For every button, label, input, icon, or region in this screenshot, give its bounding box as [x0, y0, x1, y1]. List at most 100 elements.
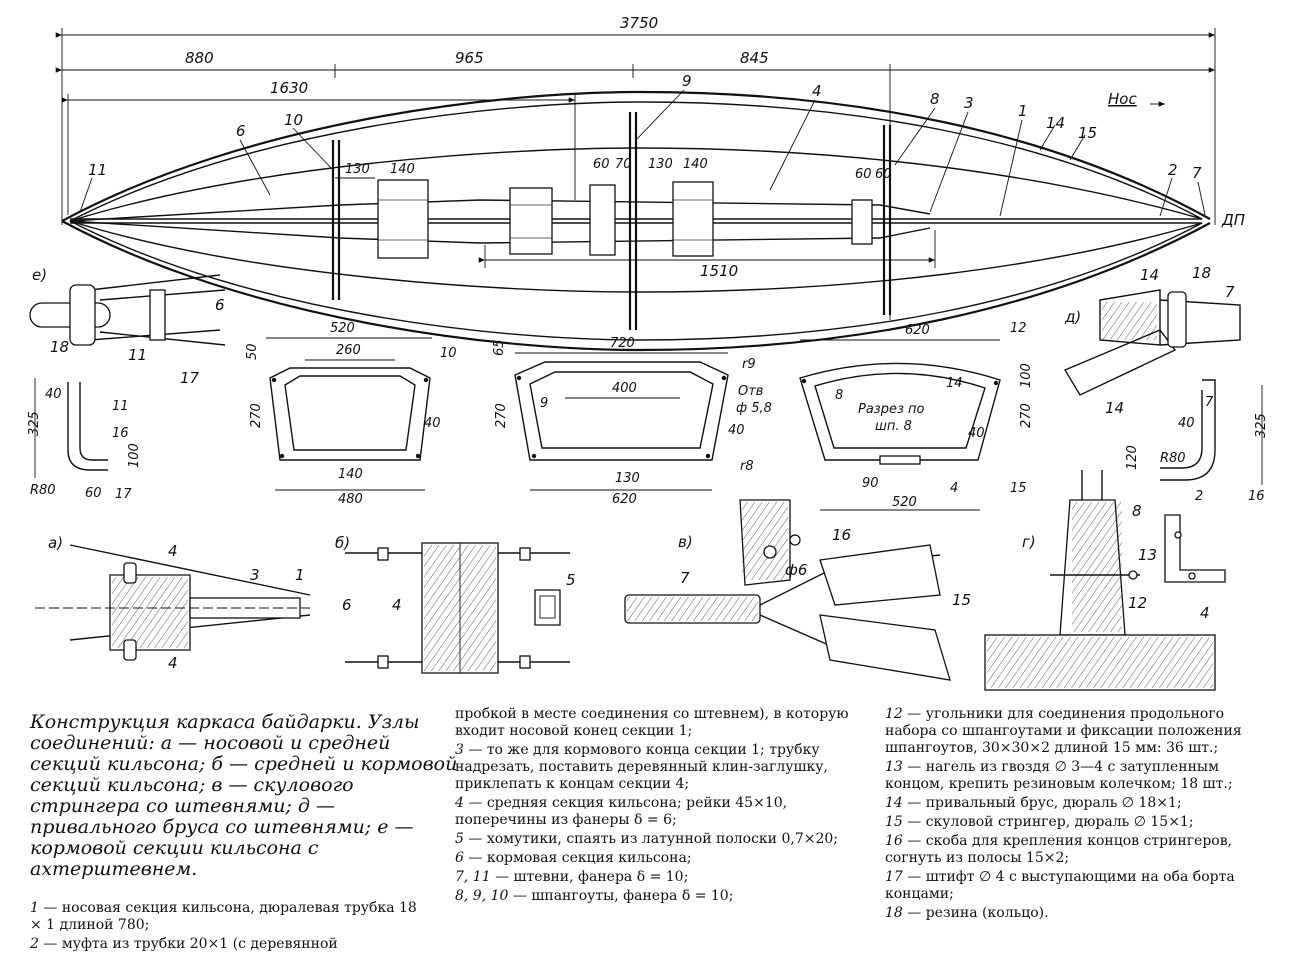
- f8-label-15: 15: [1010, 481, 1027, 496]
- detail-a: а) 4 3 1 4: [35, 534, 311, 672]
- f9-label-720: 720: [610, 336, 635, 351]
- a-label-3: 3: [250, 566, 260, 584]
- b-label-5: 5: [566, 571, 576, 589]
- d-label-18: 18: [1192, 264, 1211, 282]
- f10-label-270: 270: [249, 403, 264, 428]
- g-label-12: 12: [1128, 594, 1147, 612]
- dim-w140a: 140: [390, 162, 415, 177]
- dim-w60c: 60: [875, 167, 892, 182]
- top-label-11: 11: [88, 161, 107, 179]
- legend-middle: пробкой в месте соединения со штевнем), …: [455, 706, 875, 907]
- dim-total: 3750: [620, 14, 658, 32]
- f9-label-130: 130: [615, 471, 640, 486]
- legend-item: 18 — резина (кольцо).: [885, 905, 1049, 921]
- legend-item: 16 — скоба для крепления концов стрингер…: [885, 833, 1233, 866]
- d-label-7: 7: [1225, 283, 1235, 301]
- v-label-7: 7: [680, 569, 690, 587]
- a-label-4b: 4: [168, 654, 178, 672]
- k-label-100: 100: [127, 443, 142, 468]
- f9-label-otv: Отв: [738, 384, 763, 399]
- detail-e-label: е): [32, 266, 47, 284]
- f8-label-sec1: Разрез по: [858, 402, 925, 417]
- f10-label-40: 40: [424, 416, 441, 431]
- top-view: 3750 880 965 845 1630 1510: [55, 14, 1245, 352]
- bracket-7: 7 40 325 120 R80 2 16: [1125, 379, 1269, 504]
- frame-10: 520 260 50 270 40 140 480 10: [245, 321, 457, 507]
- kayak-frame-drawing: 3750 880 965 845 1630 1510: [27, 14, 1269, 691]
- detail-v: в) 16 ф6 7 15: [624, 499, 971, 681]
- k-label-60: 60: [85, 486, 102, 501]
- f10-label-50: 50: [245, 343, 260, 360]
- f8-label-sec2: шп. 8: [875, 419, 912, 434]
- f9-label-40: 40: [728, 423, 745, 438]
- f8-label-8: 8: [835, 388, 843, 403]
- bracket-11: 325 40 11 16 100 R80 60 17: [27, 378, 142, 502]
- s-label-120: 120: [1125, 445, 1140, 470]
- f8-label-12: 12: [1010, 321, 1027, 336]
- f8-label-90: 90: [862, 476, 879, 491]
- f8-label-520: 520: [892, 495, 917, 510]
- legend-left: 1 — носовая секция кильсона, дюралевая т…: [30, 900, 430, 955]
- v-label-16: 16: [832, 526, 851, 544]
- e-label-17: 17: [180, 369, 200, 387]
- f8-label-4: 4: [950, 481, 958, 496]
- top-label-4: 4: [812, 82, 822, 100]
- top-label-nos: Нос: [1108, 90, 1137, 108]
- f10-label-520: 520: [330, 321, 355, 336]
- detail-b: б) 6 4 5: [335, 534, 576, 674]
- legend-item: 4 — средняя секция кильсона; рейки 45×10…: [455, 795, 788, 828]
- dim-w60: 60: [593, 157, 610, 172]
- top-label-3: 3: [964, 94, 974, 112]
- s-label-325: 325: [1254, 413, 1269, 438]
- detail-e: е) 18 11 17 6: [29, 266, 226, 387]
- legend-item: 8, 9, 10 — шпангоуты, фанера δ = 10;: [455, 888, 734, 904]
- k-label-r80: R80: [30, 483, 56, 498]
- dim-1630: 1630: [270, 79, 308, 97]
- e-label-6: 6: [215, 296, 225, 314]
- legend-item: 13 — нагель из гвоздя ∅ 3—4 с затупленны…: [885, 759, 1233, 792]
- f8-label-14: 14: [946, 376, 963, 391]
- b-label-6: 6: [342, 596, 352, 614]
- top-label-7: 7: [1192, 164, 1202, 182]
- v-label-15: 15: [952, 591, 971, 609]
- v-label-d6: ф6: [785, 561, 807, 579]
- dim-w130a: 130: [345, 162, 370, 177]
- dim-880: 880: [185, 49, 214, 67]
- f8-label-40: 40: [968, 426, 985, 441]
- s-label-2: 2: [1195, 489, 1203, 504]
- top-label-6: 6: [236, 122, 246, 140]
- f9-label-9: 9: [540, 396, 548, 411]
- legend-item: 7, 11 — штевни, фанера δ = 10;: [455, 869, 689, 885]
- dim-1510: 1510: [700, 262, 738, 280]
- legend-item: 1 — носовая секция кильсона, дюралевая т…: [30, 900, 417, 933]
- dim-w60b: 60: [855, 167, 872, 182]
- legend-item: 2 — муфта из трубки 20×1 (с деревянной: [30, 936, 338, 952]
- f8-label-270: 270: [1019, 403, 1034, 428]
- a-label-4a: 4: [168, 542, 178, 560]
- f8-label-100: 100: [1019, 363, 1034, 388]
- f9-label-400: 400: [612, 381, 637, 396]
- legend-item: 14 — привальный брус, дюраль ∅ 18×1;: [885, 795, 1182, 811]
- k-label-16: 16: [112, 426, 129, 441]
- k-label-17: 17: [115, 487, 132, 502]
- k-label-325: 325: [27, 411, 42, 436]
- legend-item: пробкой в месте соединения со штевнем), …: [455, 706, 849, 739]
- legend-right: 12 — угольники для соединения продольног…: [885, 706, 1280, 924]
- f10-label-140: 140: [338, 467, 363, 482]
- s-label-40: 40: [1178, 416, 1195, 431]
- s-label-16: 16: [1248, 489, 1265, 504]
- k-label-11: 11: [112, 399, 129, 414]
- b-label-4: 4: [392, 596, 402, 614]
- detail-g-label: г): [1022, 533, 1036, 551]
- detail-a-label: а): [48, 534, 63, 552]
- f9-label-r9: r9: [742, 357, 756, 372]
- f8-label-620: 620: [905, 323, 930, 338]
- detail-d: д) 14 18 7 14: [1063, 264, 1241, 417]
- frame-8: 620 12 14 8 100 270 Разрез по шп. 8 40 9…: [799, 321, 1034, 511]
- g-label-4: 4: [1200, 604, 1210, 622]
- d-label-14a: 14: [1140, 266, 1159, 284]
- s-label-7: 7: [1205, 395, 1214, 410]
- e-label-11: 11: [128, 346, 147, 364]
- f10-label-480: 480: [338, 492, 363, 507]
- f9-label-270: 270: [494, 403, 509, 428]
